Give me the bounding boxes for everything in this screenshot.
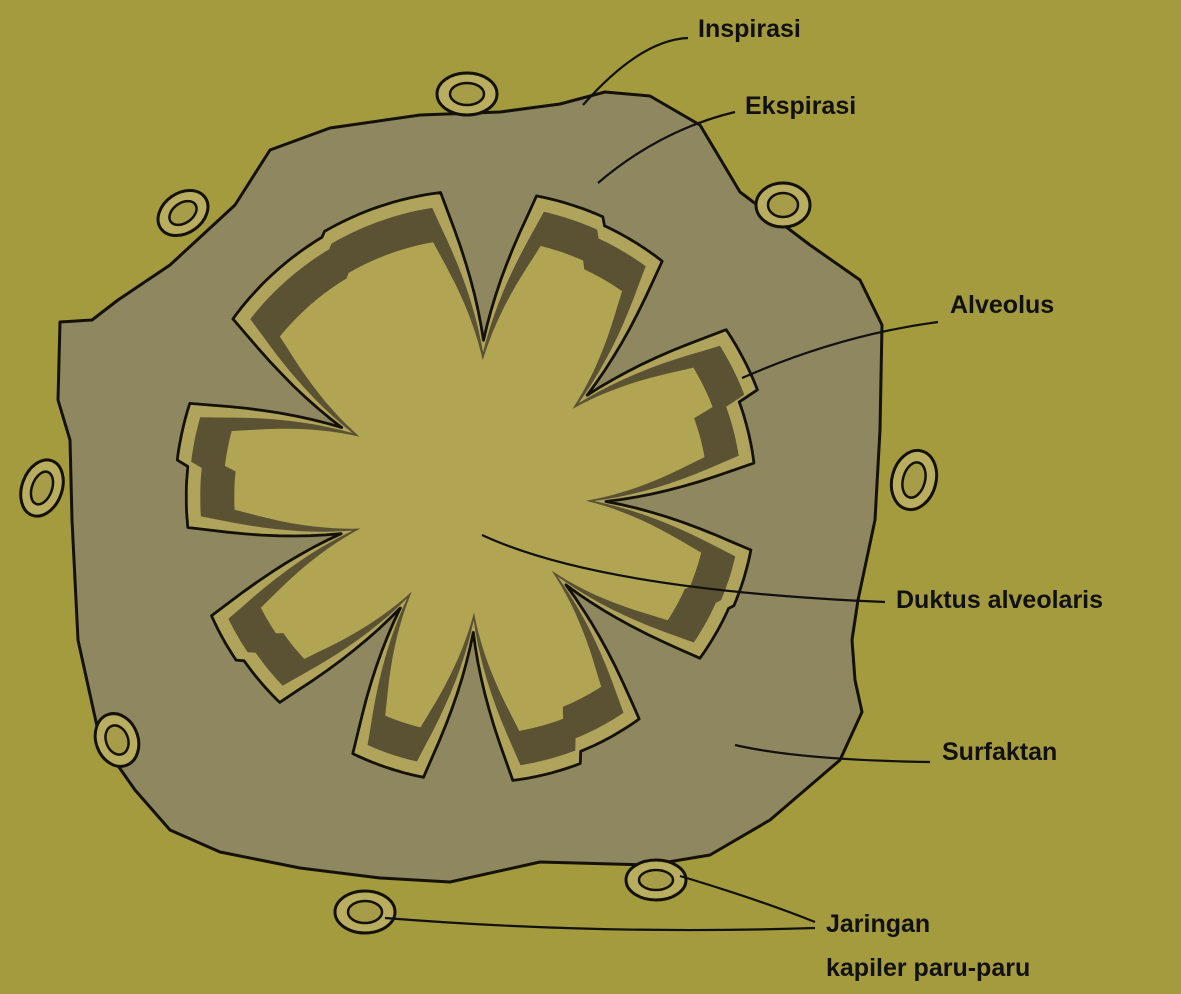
capillary-top xyxy=(437,73,497,115)
label-alveolus: Alveolus xyxy=(950,291,1054,319)
label-jaringan: Jaringan xyxy=(826,910,930,938)
capillary-upper-right xyxy=(756,183,810,227)
label-inspirasi: Inspirasi xyxy=(698,15,801,43)
label-surfaktan: Surfaktan xyxy=(942,738,1057,766)
capillary-bottom-left xyxy=(335,891,395,933)
label-kapiler-paru-paru: kapiler paru-paru xyxy=(826,954,1030,982)
label-duktus-alveolaris: Duktus alveolaris xyxy=(896,586,1103,614)
label-ekspirasi: Ekspirasi xyxy=(745,92,856,120)
capillary-bottom-right xyxy=(626,860,686,900)
